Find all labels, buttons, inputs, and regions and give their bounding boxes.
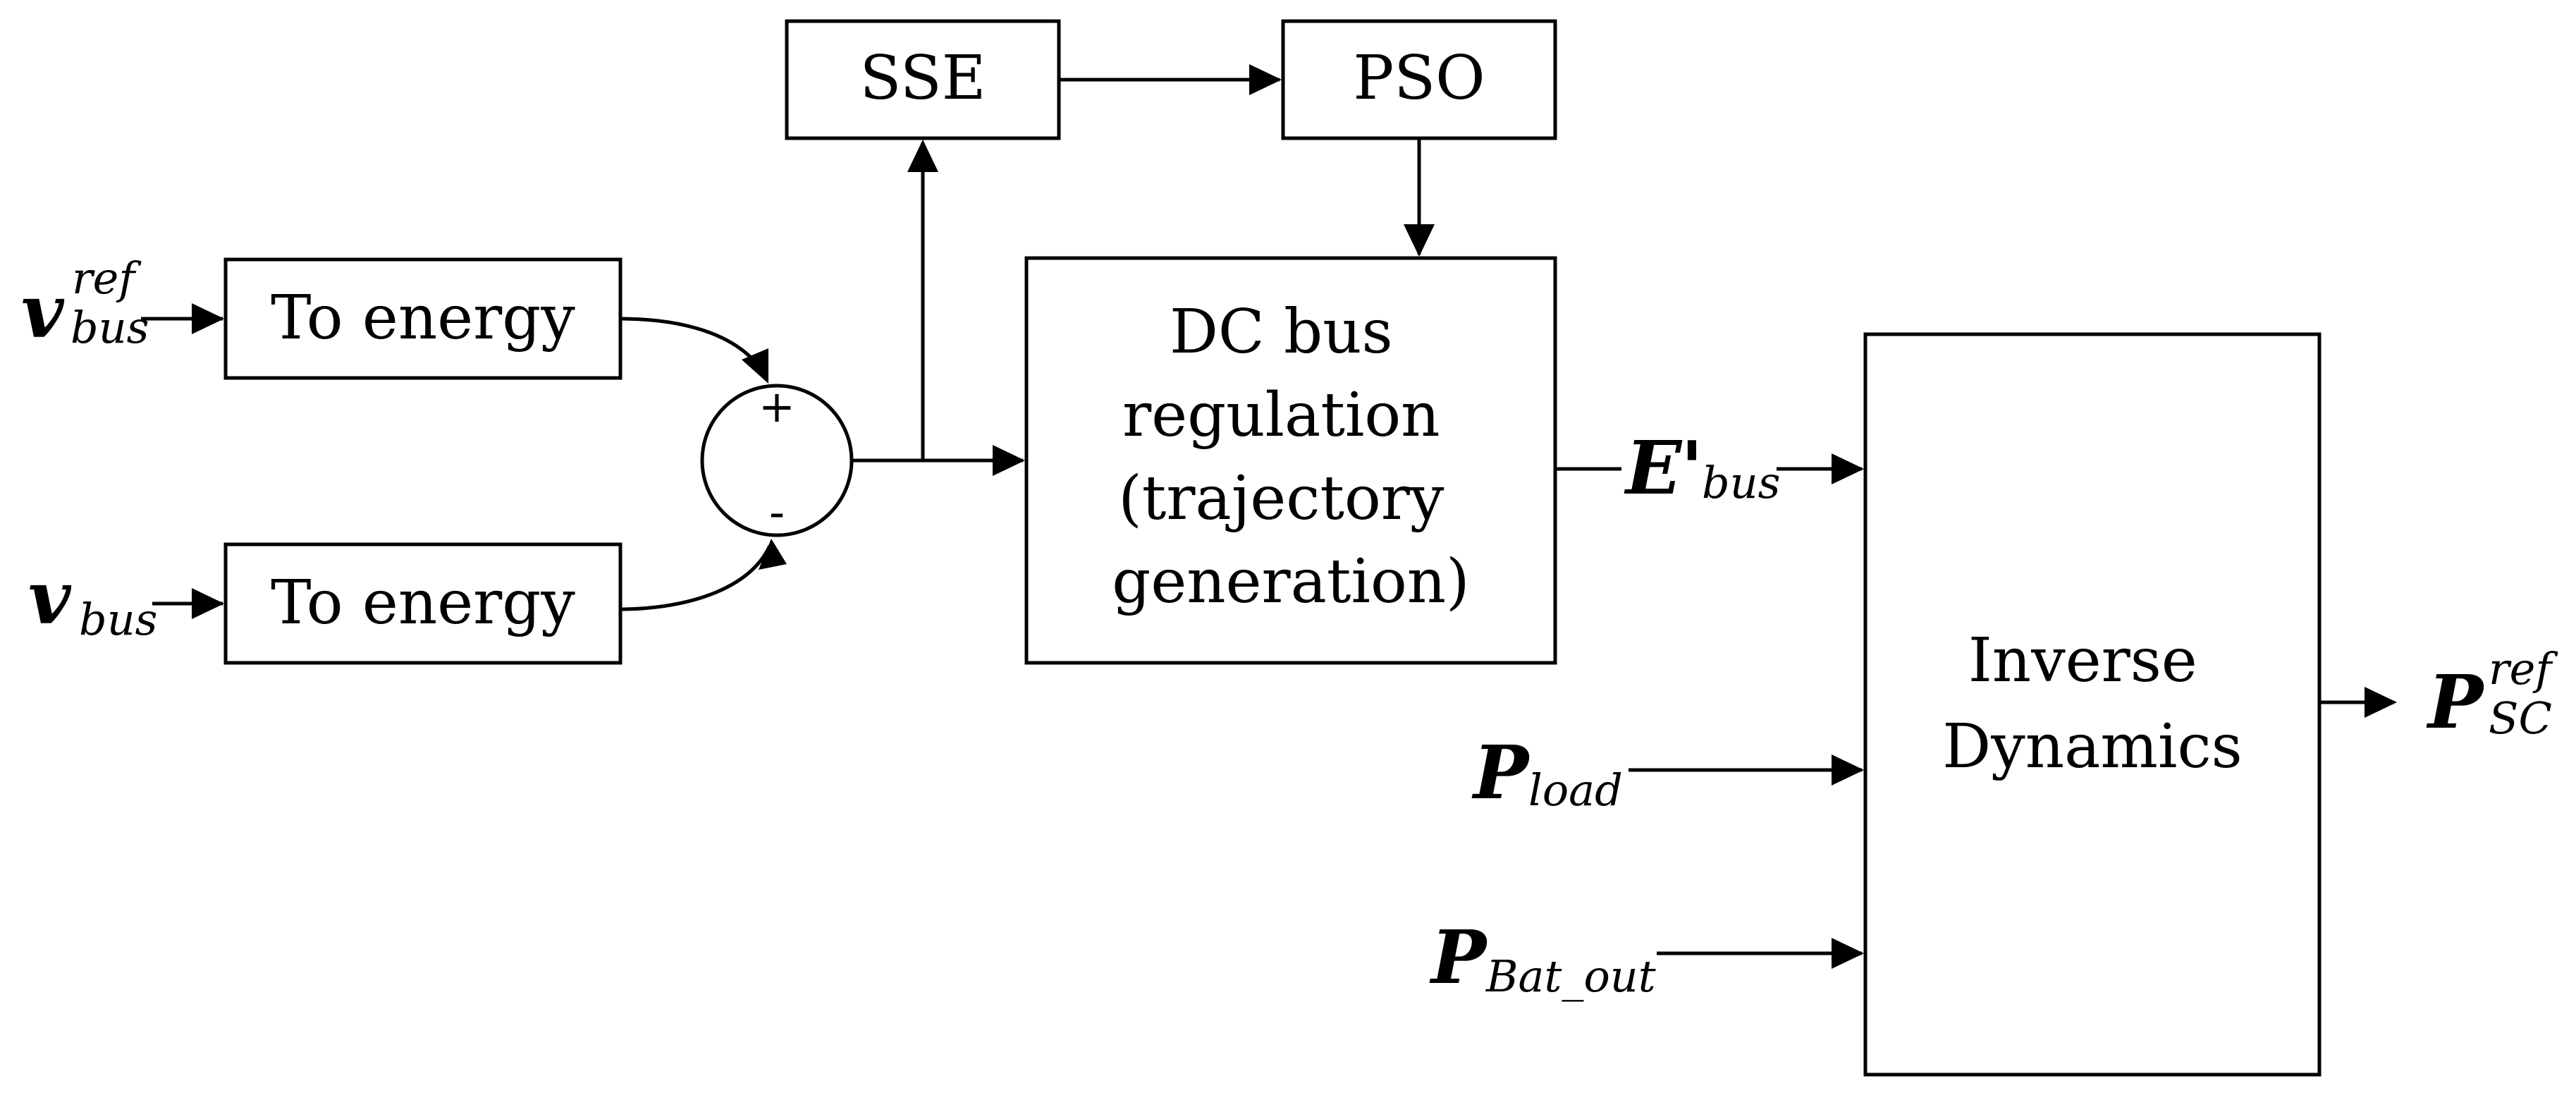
p-bat-out-symbol: P [1429,914,1488,1001]
e-bus-prime: ' [1681,424,1703,511]
pso-block: PSO [1281,19,1557,140]
p-sc-ref-label: P ref SC [2426,643,2558,745]
to-energy-block-bottom: To energy [223,542,622,665]
dc-bus-line-4: generation) [1112,546,1469,617]
arrow-ebus-into-inverse [1832,453,1864,484]
arrow-into-summer-minus [759,539,787,570]
p-sc-ref-sub: SC [2489,692,2552,744]
v-bus-ref-label: v ref bus [21,252,149,355]
sse-label: SSE [859,43,986,114]
inverse-dynamics-line-1: Inverse [1968,625,2197,696]
p-bat-out-label: P Bat_out [1429,914,1656,1002]
arrow-into-energy-top [192,303,224,334]
arrow-pso-into-dc-bus [1404,224,1435,257]
minus-sign: - [769,487,785,538]
dc-bus-line-1: DC bus [1170,297,1393,367]
p-load-symbol: P [1471,729,1531,816]
dc-bus-regulation-label: DC bus regulation (trajectory generation… [1112,297,1469,617]
dc-bus-line-2: regulation [1122,380,1440,451]
wire-energy-top-to-summer [620,317,768,379]
arrow-into-summer-plus [742,348,768,384]
arrow-into-pso [1249,64,1282,95]
p-sc-ref-sup: ref [2489,643,2558,695]
inverse-dynamics-block: Inverse Dynamics [1863,332,2322,1077]
pso-label: PSO [1353,43,1485,114]
wire-energy-bottom-to-summer [620,544,772,611]
to-energy-block-top: To energy [223,257,622,380]
inverse-dynamics-line-2: Dynamics [1942,711,2243,782]
p-bat-out-text: P Bat_out [1429,914,1656,1002]
v-bus-ref-sub: bus [70,302,149,353]
dc-bus-line-3: (trajectory [1118,463,1445,534]
arrow-into-dc-bus [993,445,1025,476]
e-bus-symbol: E [1624,424,1683,511]
v-bus-ref-symbol: v [21,268,65,355]
sse-block: SSE [785,19,1061,140]
to-energy-label-top: To energy [271,283,575,353]
v-bus-symbol: v [28,554,72,641]
arrowheads [192,64,2397,969]
summing-junction: + - [700,381,854,538]
v-bus-ref-sup: ref [72,252,142,304]
to-energy-label-bottom: To energy [271,568,575,638]
plus-sign: + [759,381,795,432]
p-sc-ref-symbol: P [2426,659,2485,745]
p-load-sub: load [1528,764,1623,816]
p-load-label: P load [1471,729,1623,816]
e-bus-sub: bus [1702,457,1780,508]
inverse-dynamics-label: Inverse Dynamics [1942,625,2243,782]
e-bus-text: E ' bus [1624,424,1780,511]
p-sc-ref-text: P ref SC [2426,643,2558,745]
arrow-into-energy-bottom [192,588,224,619]
p-bat-out-sub: Bat_out [1485,951,1656,1002]
v-bus-label: v bus [28,554,157,645]
arrow-out-to-psc [2365,687,2397,718]
e-bus-label: E ' bus [1624,424,1780,511]
v-bus-text: v bus [28,554,157,645]
v-bus-sub: bus [79,594,157,645]
p-load-text: P load [1471,729,1623,816]
v-bus-ref-text: v ref bus [21,252,149,355]
dc-bus-regulation-block: DC bus regulation (trajectory generation… [1024,256,1557,665]
arrow-pload-into-inverse [1832,754,1864,786]
arrow-into-sse [907,140,938,172]
arrow-pbat-into-inverse [1832,938,1864,969]
